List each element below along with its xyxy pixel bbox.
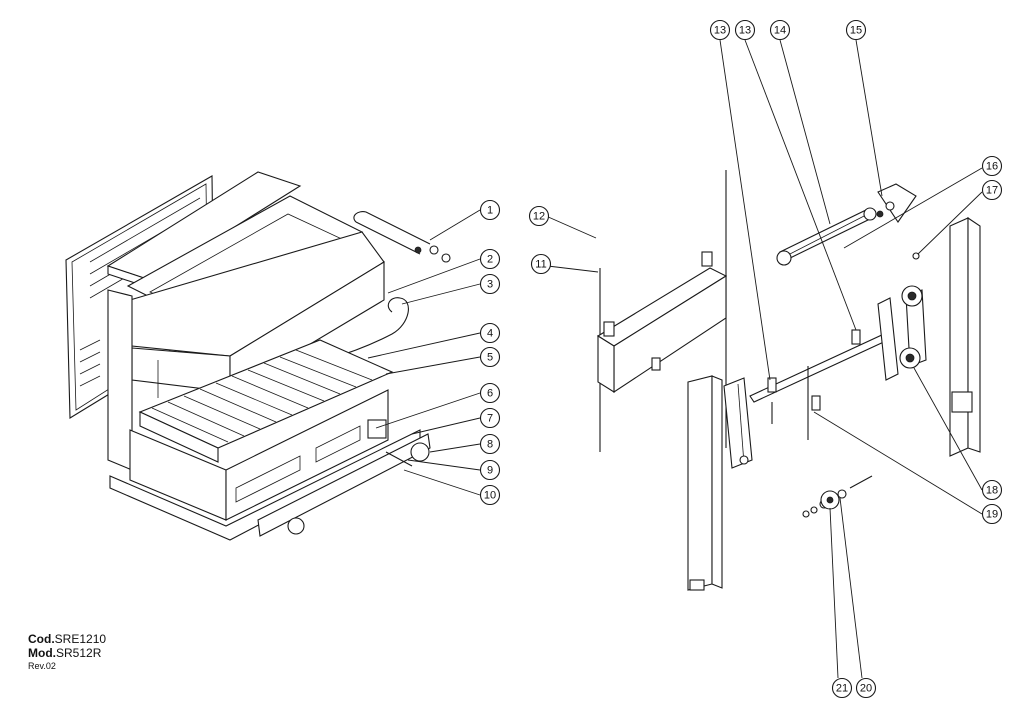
- callout-label: 19: [986, 509, 998, 521]
- callout-1: 1: [479, 199, 501, 221]
- callout-circle: [479, 382, 501, 404]
- callout-label: 20: [860, 683, 872, 695]
- callout-label: 21: [836, 683, 848, 695]
- callout-circle: [831, 677, 853, 699]
- callout-label: 1: [487, 205, 493, 217]
- callout-circle: [981, 479, 1003, 501]
- callout-label: 2: [487, 254, 493, 266]
- callout-circle: [769, 19, 791, 41]
- callout-circle: [479, 407, 501, 429]
- model-key: Mod.: [28, 646, 56, 660]
- callout-6: 6: [479, 382, 501, 404]
- lift-assembly: [596, 170, 981, 591]
- callout-11: 11: [530, 253, 552, 275]
- callout-label: 7: [487, 413, 493, 425]
- callout-circle: [479, 273, 501, 295]
- callout-19: 19: [981, 503, 1003, 525]
- callout-circle: [981, 179, 1003, 201]
- grill-rack: [138, 339, 394, 463]
- housing-beam: [596, 251, 728, 394]
- spit-shaft: [776, 207, 877, 266]
- callout-circle: [479, 248, 501, 270]
- callout-4: 4: [479, 322, 501, 344]
- callout-circle: [479, 484, 501, 506]
- callout-label: 5: [487, 352, 493, 364]
- callout-16: 16: [981, 155, 1003, 177]
- callout-circle: [530, 253, 552, 275]
- gear-assembly: [802, 475, 873, 518]
- callout-circle: [855, 677, 877, 699]
- lower-body: [109, 389, 421, 541]
- callout-label: 8: [487, 439, 493, 451]
- callout-7: 7: [479, 407, 501, 429]
- top-heating-element: [353, 211, 451, 263]
- callout-9: 9: [479, 459, 501, 481]
- drive-column-right: [949, 216, 981, 457]
- oven-assembly: [65, 171, 451, 541]
- callout-circle: [981, 155, 1003, 177]
- callout-circle: [479, 322, 501, 344]
- callout-circle: [709, 19, 731, 41]
- callout-label: 6: [487, 388, 493, 400]
- guide-plate: [723, 377, 753, 469]
- callout-14: 14: [769, 19, 791, 41]
- callout-5: 5: [479, 346, 501, 368]
- callout-label: 11: [535, 259, 546, 271]
- callout-label: 13: [714, 25, 726, 37]
- callout-2: 2: [479, 248, 501, 270]
- model-value: SR512R: [56, 646, 102, 660]
- callout-circle: [845, 19, 867, 41]
- title-block: Cod.SRE1210 Mod.SR512R Rev.02: [28, 632, 106, 672]
- callout-10: 10: [479, 484, 501, 506]
- control-strip: [257, 433, 431, 537]
- callout-20: 20: [855, 677, 877, 699]
- callout-circle: [981, 503, 1003, 525]
- callout-circle: [528, 205, 550, 227]
- callout-21: 21: [831, 677, 853, 699]
- callout-label: 16: [986, 161, 998, 173]
- column-left: [687, 375, 723, 591]
- callout-label: 15: [850, 25, 862, 37]
- callout-8: 8: [479, 433, 501, 455]
- callout-13: 13: [734, 19, 756, 41]
- callout-13: 13: [709, 19, 731, 41]
- callout-12: 12: [528, 205, 550, 227]
- callout-circle: [479, 346, 501, 368]
- callout-label: 4: [487, 328, 493, 340]
- callout-label: 14: [774, 25, 786, 37]
- callout-17: 17: [981, 179, 1003, 201]
- leader-lines: [367, 39, 983, 679]
- callout-3: 3: [479, 273, 501, 295]
- chain-drive: [877, 285, 927, 381]
- callout-18: 18: [981, 479, 1003, 501]
- horizontal-shaft: [749, 329, 889, 440]
- callout-label: 13: [739, 25, 751, 37]
- code-value: SRE1210: [54, 632, 107, 646]
- callout-label: 3: [487, 279, 493, 291]
- small-nut: [912, 252, 920, 260]
- revision: Rev.02: [28, 661, 56, 671]
- callout-circle: [479, 433, 501, 455]
- callout-label: 17: [986, 185, 998, 197]
- housing: [126, 195, 385, 393]
- callout-label: 10: [484, 490, 496, 502]
- code-key: Cod.: [28, 632, 55, 646]
- callout-circle: [734, 19, 756, 41]
- bracket: [876, 183, 917, 223]
- callout-label: 18: [986, 485, 998, 497]
- code-line: Cod.SRE1210: [28, 632, 106, 646]
- callout-15: 15: [845, 19, 867, 41]
- callout-circle: [479, 459, 501, 481]
- callout-label: 9: [487, 465, 493, 477]
- model-line: Mod.SR512R: [28, 646, 106, 660]
- callout-label: 12: [533, 211, 545, 223]
- callout-circle: [479, 199, 501, 221]
